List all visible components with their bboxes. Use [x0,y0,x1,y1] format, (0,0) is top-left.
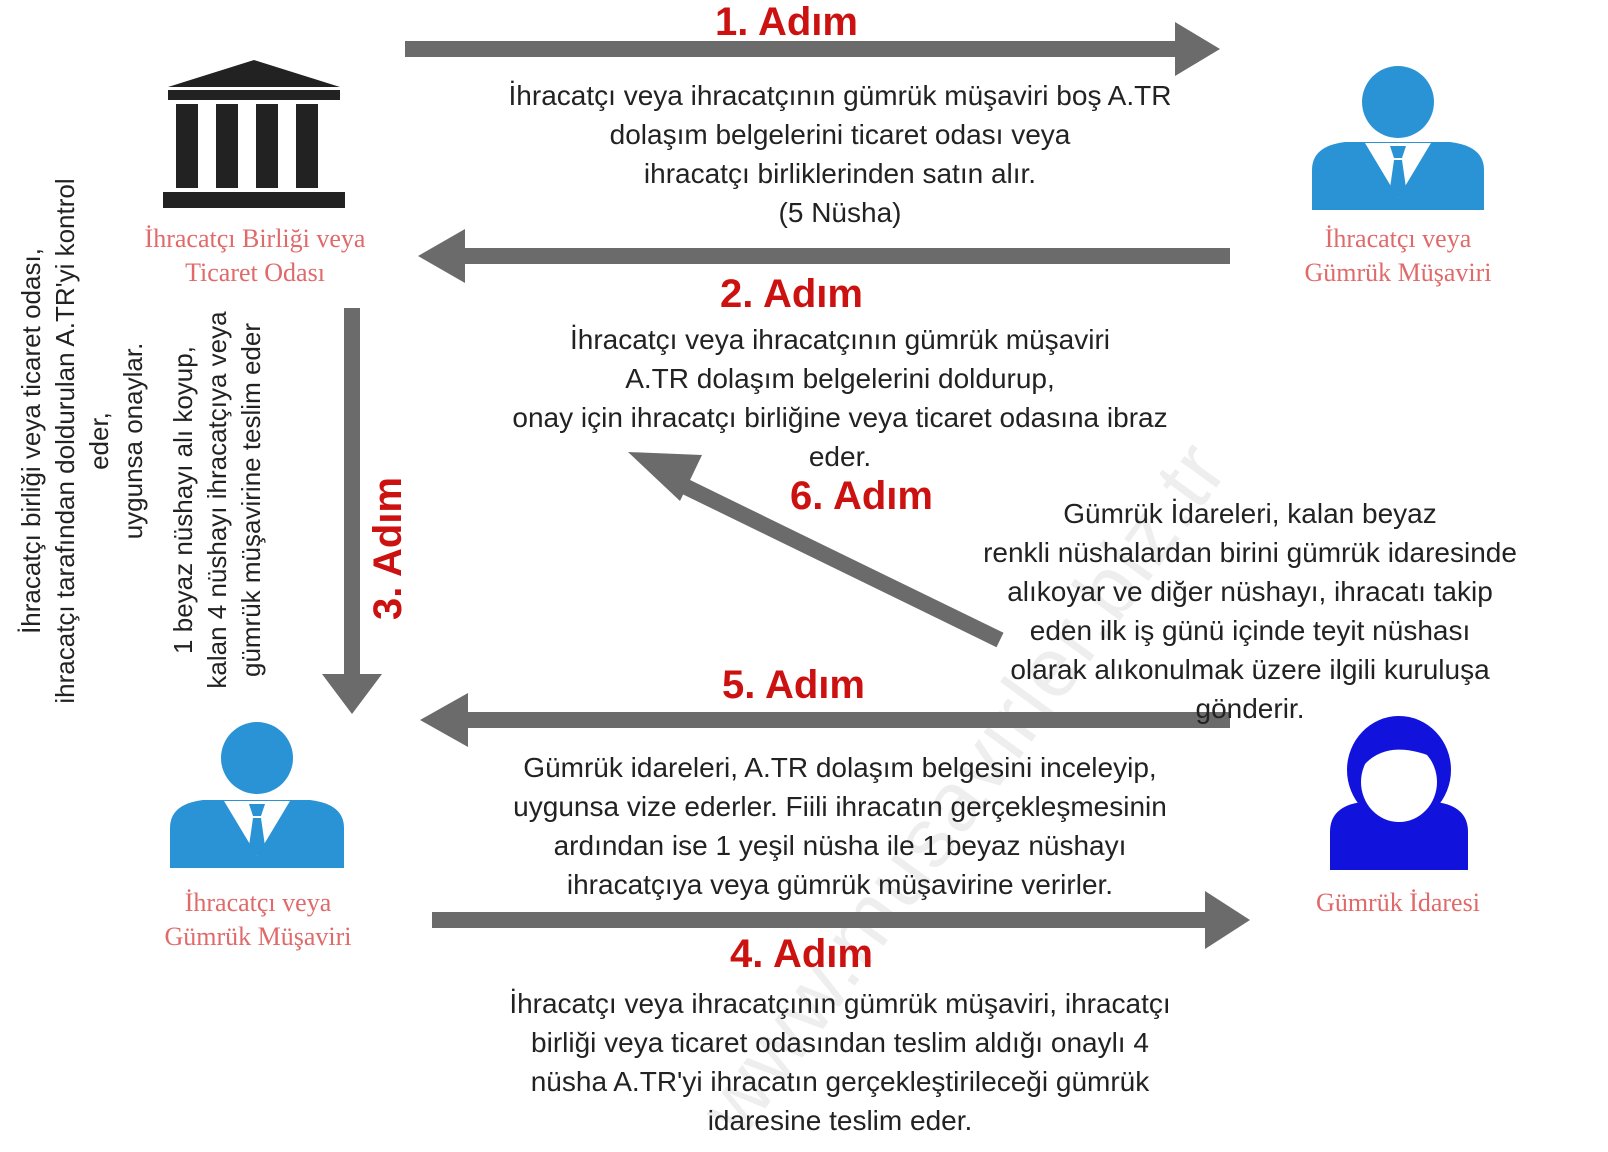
step-3-label: 3. Adım [366,477,410,620]
person-icon [1312,66,1484,210]
arrow-step-5 [420,693,1230,747]
person-icon [170,722,344,868]
woman-icon [1330,716,1468,870]
step-6-label: 6. Adım [790,474,933,518]
arrow-step-2 [418,229,1230,283]
step-2-label: 2. Adım [720,272,863,316]
exporter-top-label: İhracatçı veya Gümrük Müşaviri [1304,224,1492,287]
arrow-step-3 [322,308,382,714]
step-5-description: Gümrük idareleri, A.TR dolaşım belgesini… [513,752,1167,900]
building-icon [163,60,345,208]
arrow-step-1 [405,22,1220,76]
chamber-label: İhracatçı Birliği veya Ticaret Odası [144,224,366,287]
exporter-bottom-label: İhracatçı veya Gümrük Müşaviri [164,888,352,951]
step-2-description: İhracatçı veya ihracatçının gümrük müşav… [512,324,1168,472]
step-6-description: Gümrük İdareleri, kalan beyaz renkli nüs… [983,498,1517,724]
step-4-label: 4. Adım [730,932,873,976]
arrow-step-4 [432,891,1250,949]
arrow-step-6 [628,452,1004,648]
customs-label: Gümrük İdaresi [1316,888,1480,917]
step-1-label: 1. Adım [715,0,858,44]
step-5-label: 5. Adım [722,663,865,707]
step-1-description: İhracatçı veya ihracatçının gümrük müşav… [508,80,1172,228]
step-3-description-b: 1 beyaz nüshayı alı koyup, kalan 4 nüsha… [168,311,266,689]
step-4-description: İhracatçı veya ihracatçının gümrük müşav… [509,988,1171,1136]
